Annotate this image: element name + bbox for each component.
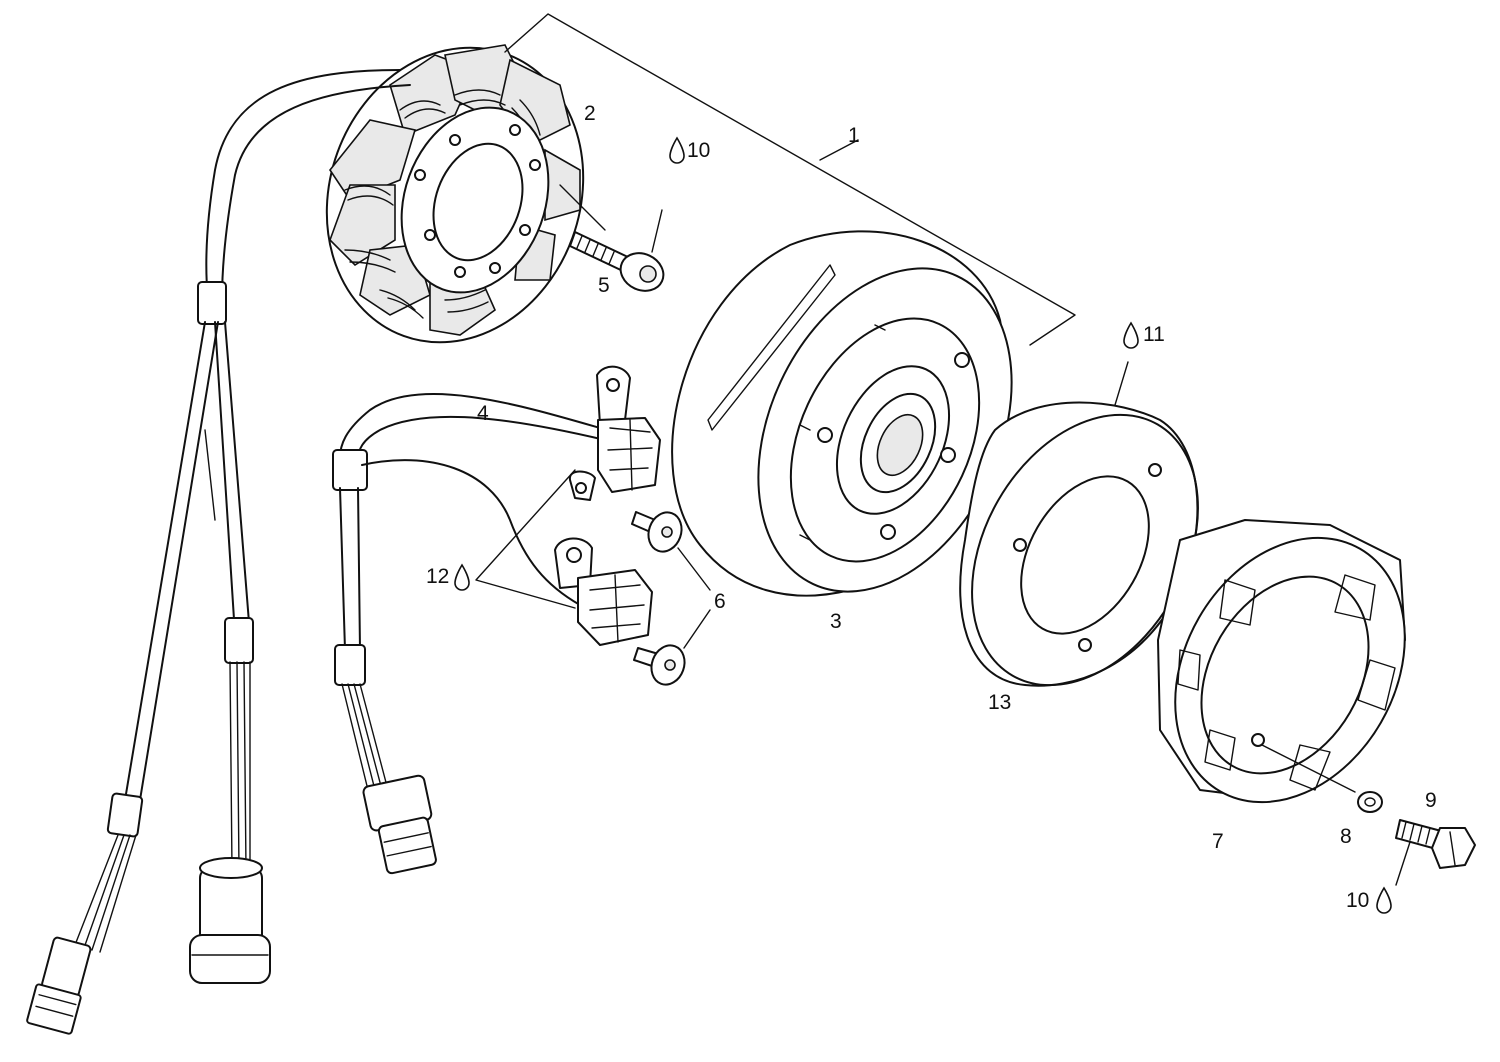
pickup-harness <box>332 393 606 875</box>
drop-icon <box>1123 321 1139 349</box>
callout-6: 6 <box>714 590 726 613</box>
callout-12: 12 <box>426 565 449 588</box>
leader-6 <box>677 547 711 649</box>
assembly-bracket-1 <box>504 13 1076 346</box>
starter-cup-7 <box>1157 519 1406 804</box>
callout-3: 3 <box>830 610 842 633</box>
bolt-5 <box>559 184 665 292</box>
stator-harness <box>26 69 411 1035</box>
drop-icon <box>1376 886 1392 914</box>
callout-4: 4 <box>477 402 489 425</box>
callout-13: 13 <box>988 691 1011 714</box>
pickup-sensor-upper <box>568 365 661 501</box>
screw-6-upper <box>631 511 683 553</box>
callout-9: 9 <box>1425 789 1437 812</box>
bolt-9 <box>1395 819 1476 886</box>
drop-icon <box>454 563 470 591</box>
callout-10-top: 10 <box>687 139 710 162</box>
callout-8: 8 <box>1340 825 1352 848</box>
callout-10-bottom: 10 <box>1346 889 1369 912</box>
screw-6-lower <box>633 644 686 686</box>
washer-8 <box>1357 791 1383 813</box>
callout-11: 11 <box>1143 323 1165 346</box>
flywheel-rotor <box>671 230 1013 597</box>
pickup-sensor-lower <box>554 537 653 646</box>
stator <box>325 44 585 344</box>
callout-5: 5 <box>598 274 610 297</box>
leader-12 <box>475 469 576 609</box>
callout-1: 1 <box>848 124 860 147</box>
callout-7: 7 <box>1212 830 1224 853</box>
callout-2: 2 <box>584 102 596 125</box>
spacer-ring-13 <box>959 361 1199 687</box>
drop-icon <box>669 136 685 164</box>
